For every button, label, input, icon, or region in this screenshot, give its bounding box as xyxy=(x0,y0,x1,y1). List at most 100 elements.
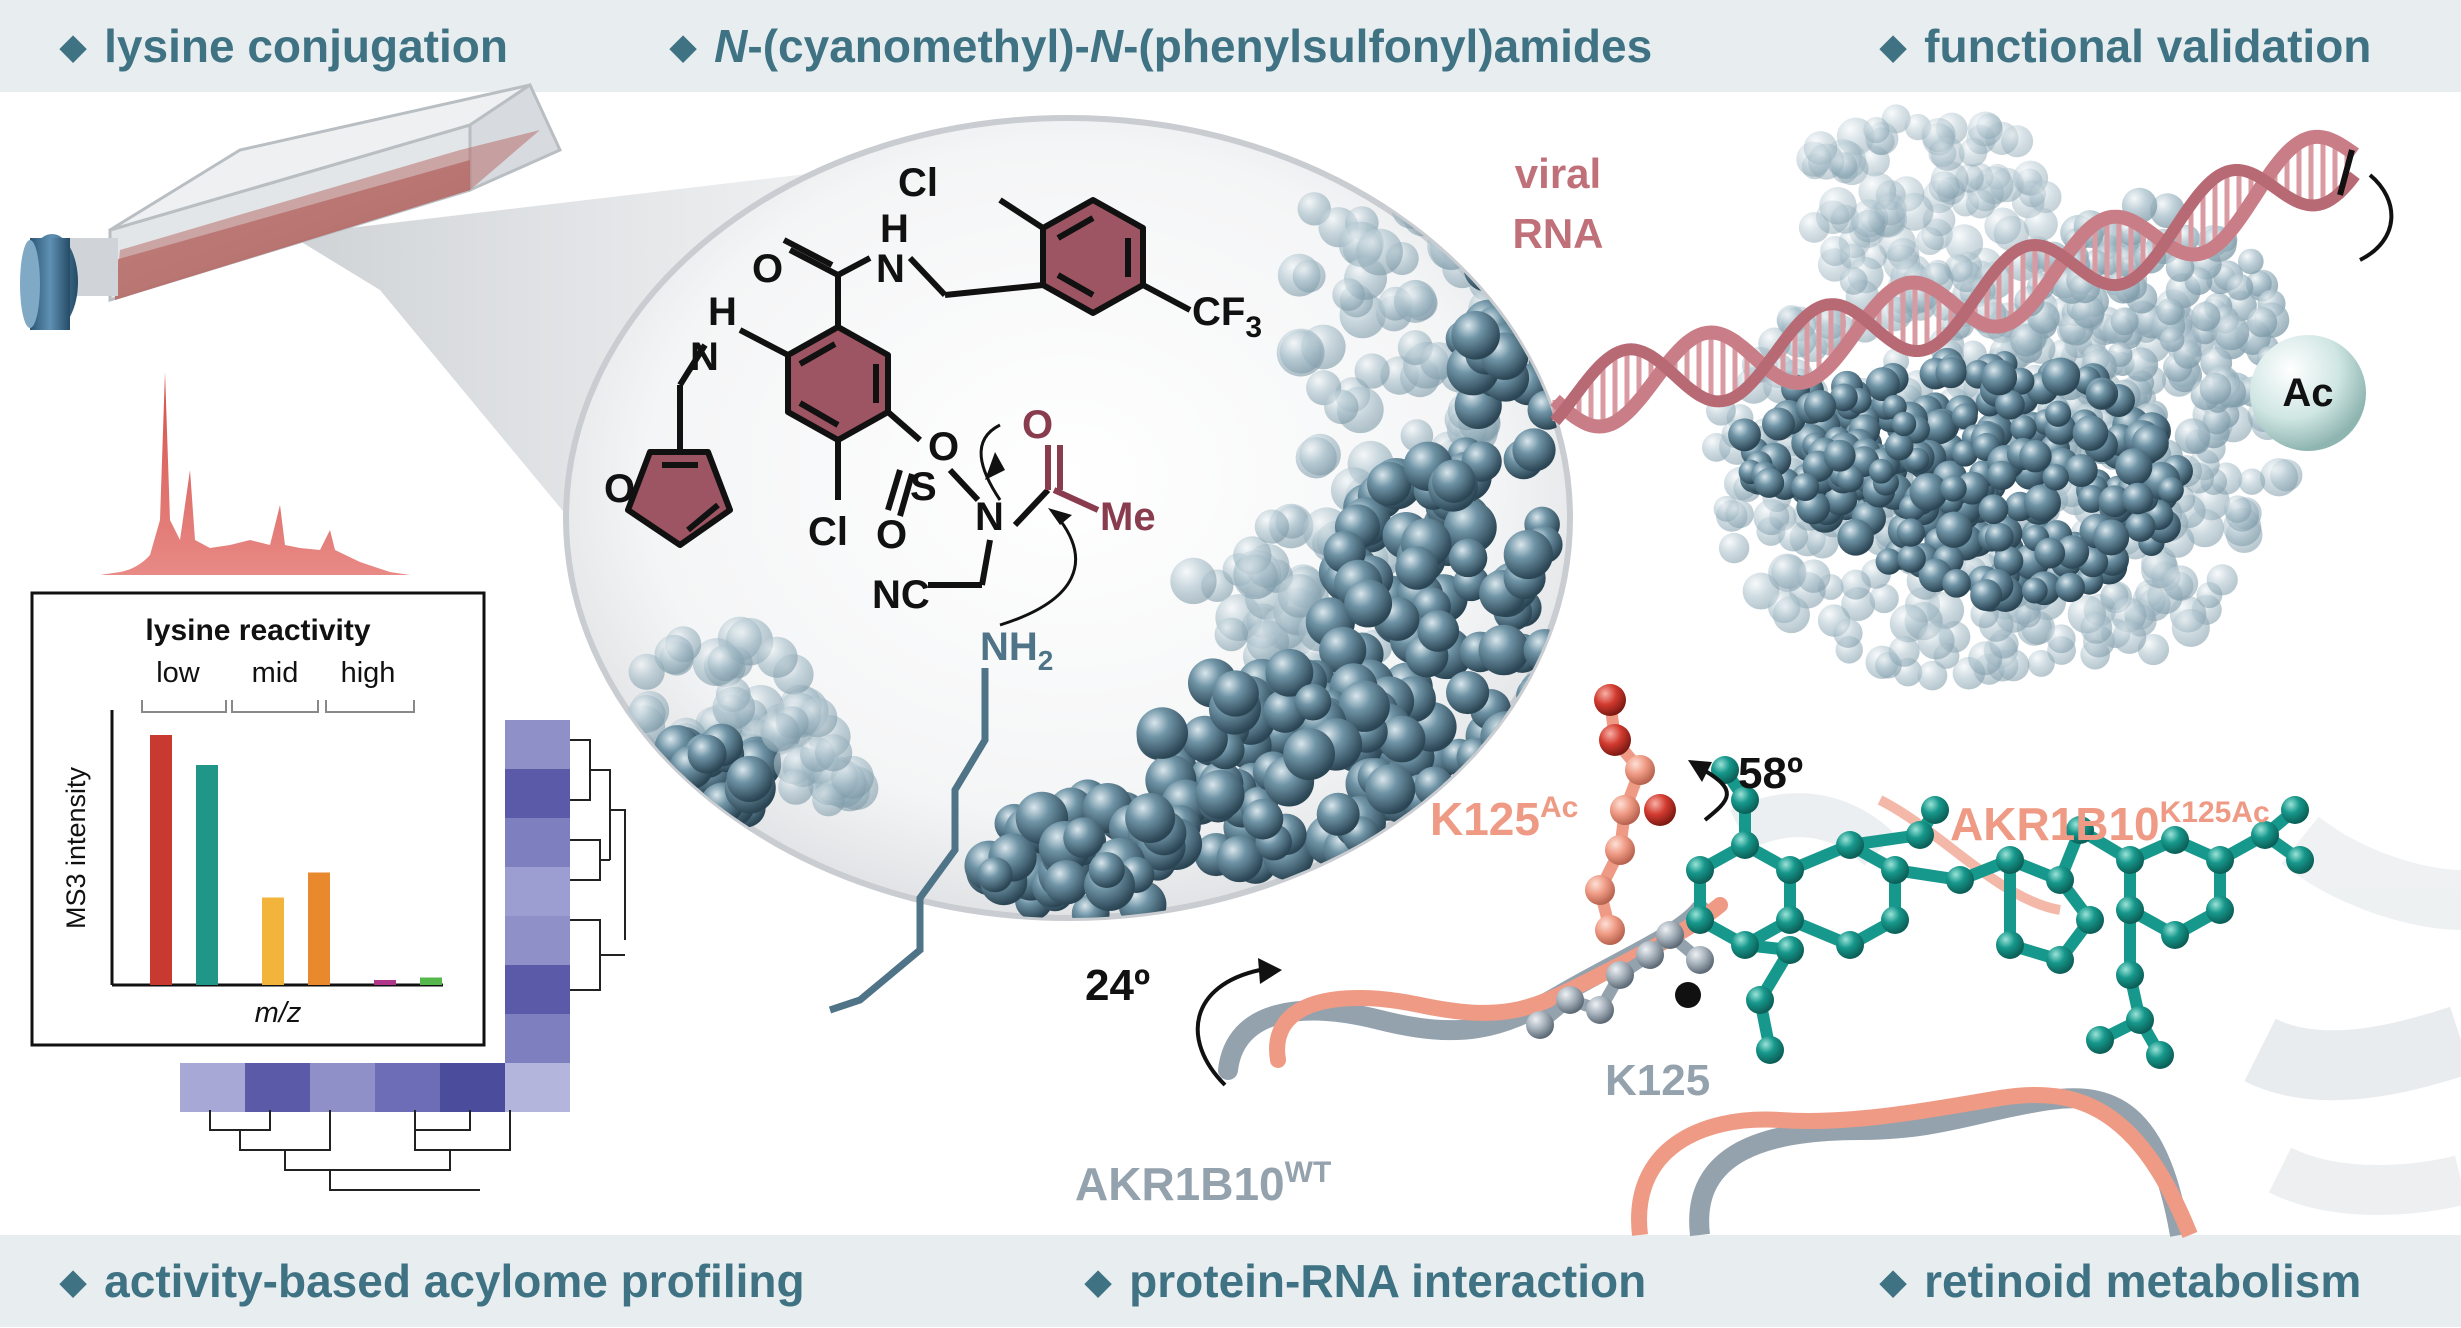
protein-sphere xyxy=(1935,511,1973,548)
protein-sphere xyxy=(1865,367,1900,402)
protein-sphere xyxy=(2023,484,2061,522)
protein-sphere xyxy=(2029,180,2062,214)
surface-sphere xyxy=(1277,574,1322,618)
protein-sphere xyxy=(2046,624,2076,654)
surface-sphere xyxy=(1443,500,1497,554)
surface-sphere xyxy=(1472,142,1513,183)
ligand-atom xyxy=(1836,831,1864,859)
diamond-icon: ◆ xyxy=(1880,1263,1907,1301)
protein-sphere xyxy=(2157,476,2184,503)
heatmap-cell xyxy=(180,1063,245,1112)
surface-sphere xyxy=(1508,118,1546,129)
protein-sphere xyxy=(1836,465,1864,493)
surface-sphere xyxy=(1395,546,1439,590)
bottom-banner: ◆activity-based acylome profiling ◆prote… xyxy=(0,1235,2461,1327)
surface-sphere xyxy=(1367,138,1413,185)
surface-sphere xyxy=(1242,798,1284,840)
k125-atom xyxy=(1686,946,1714,974)
ligand-atom xyxy=(1776,906,1804,934)
rotation-arrow-58 xyxy=(1699,766,1729,822)
surface-sphere xyxy=(1549,687,1570,727)
surface-sphere xyxy=(1450,155,1495,200)
surface-sphere xyxy=(1519,743,1570,794)
surface-sphere xyxy=(1319,626,1367,674)
diamond-icon: ◆ xyxy=(60,1263,87,1301)
acetyl-ball xyxy=(2250,335,2366,451)
surface-sphere xyxy=(1366,156,1413,203)
protein-sphere xyxy=(2202,406,2231,435)
protein-sphere xyxy=(1896,518,1925,547)
surface-sphere xyxy=(760,712,800,752)
surface-sphere xyxy=(814,734,853,772)
bar-4 xyxy=(374,980,396,985)
heatmap-cell xyxy=(505,965,570,1014)
inhibition-arc xyxy=(2359,173,2394,262)
protein-sphere xyxy=(1942,569,1971,598)
protein-sphere xyxy=(1981,359,2018,396)
protein-sphere xyxy=(2137,633,2170,666)
surface-sphere xyxy=(1338,680,1390,732)
bar-1 xyxy=(196,765,218,985)
ligand-atom xyxy=(2086,1026,2114,1054)
arrowhead-large xyxy=(1048,508,1072,525)
protein-sphere xyxy=(2246,307,2278,338)
protein-sphere xyxy=(2055,572,2085,603)
protein-sphere xyxy=(2156,298,2184,326)
surface-sphere xyxy=(1373,133,1408,168)
protein-sphere xyxy=(1829,383,1858,412)
protein-sphere xyxy=(2080,611,2113,644)
surface-sphere xyxy=(624,758,661,795)
surface-sphere xyxy=(1467,138,1515,186)
surface-sphere xyxy=(1519,702,1559,742)
oxygen-atom xyxy=(1599,724,1631,756)
surface-sphere xyxy=(1265,648,1314,697)
protein-sphere xyxy=(2009,324,2043,357)
surface-sphere xyxy=(1372,149,1408,185)
surface-sphere xyxy=(687,734,727,774)
surface-sphere xyxy=(1512,428,1556,472)
arrowhead-58 xyxy=(1688,760,1712,782)
protein-sphere xyxy=(1965,189,1996,219)
atom-cl-bottom: Cl xyxy=(808,510,848,554)
mass-spectrum xyxy=(100,372,410,575)
protein-sphere xyxy=(1940,475,1967,502)
protein-sphere xyxy=(1778,521,1808,552)
surface-sphere xyxy=(1378,715,1426,763)
protein-sphere xyxy=(1875,548,1902,575)
surface-sphere xyxy=(1512,118,1551,125)
protein-sphere xyxy=(1984,522,2014,552)
surface-sphere xyxy=(1458,177,1498,217)
heatmap-cell xyxy=(505,867,570,916)
protein-sphere xyxy=(2093,519,2130,556)
protein-sphere xyxy=(2162,565,2199,601)
ligand-atom xyxy=(1711,756,1739,784)
ligand-atom xyxy=(1906,821,1934,849)
surface-sphere xyxy=(1505,726,1547,768)
oxygen-atom xyxy=(1594,684,1626,716)
ligand-atom xyxy=(2161,921,2189,949)
surface-sphere xyxy=(1195,769,1245,819)
ligand-atom xyxy=(1946,866,1974,894)
k125-label: K125 xyxy=(1605,1056,1710,1105)
rna-double-helix xyxy=(1550,129,2360,434)
x-axis-label: m/z xyxy=(255,997,302,1029)
protein-sphere xyxy=(2206,564,2238,596)
surface-sphere xyxy=(1456,737,1496,777)
top-banner: ◆lysine conjugation ◆N-(cyanomethyl)-N-(… xyxy=(0,0,2461,92)
surface-sphere xyxy=(1214,617,1249,652)
heatmap-cell xyxy=(245,1063,310,1112)
surface-sphere xyxy=(1393,279,1437,323)
protein-sphere xyxy=(1935,357,1967,389)
surface-sphere xyxy=(812,783,845,817)
atom-o-acyl: O xyxy=(1022,403,1053,447)
surface-sphere xyxy=(613,782,654,823)
ligand-atom xyxy=(1731,831,1759,859)
surface-sphere xyxy=(1295,437,1337,479)
arrowhead-24 xyxy=(1258,958,1282,984)
surface-sphere xyxy=(1446,670,1490,715)
protein-sphere xyxy=(1830,152,1858,179)
bar-chart-panel: lysine reactivity low mid high MS3 inten… xyxy=(30,591,486,1047)
k125ac-atom xyxy=(1585,875,1615,905)
ligand-atom xyxy=(2251,821,2279,849)
surface-sphere xyxy=(654,634,694,675)
